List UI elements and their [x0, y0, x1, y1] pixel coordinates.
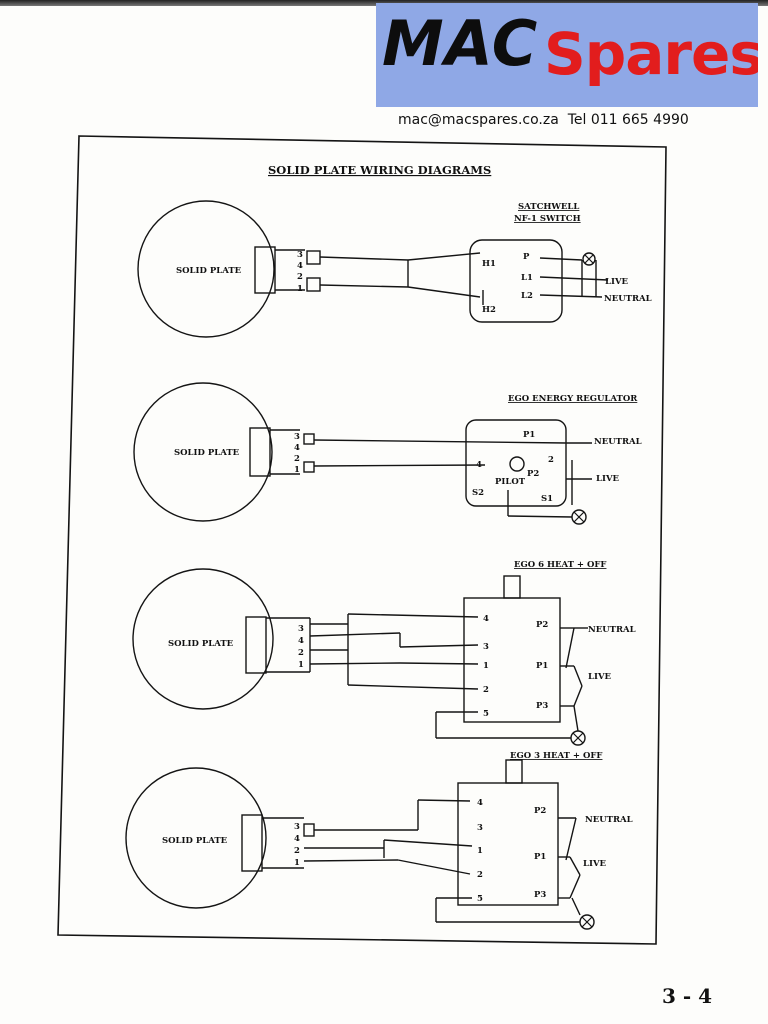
- neutral-label: NEUTRAL: [604, 294, 652, 304]
- neutral-label: NEUTRAL: [585, 815, 633, 825]
- label-h1: H1: [482, 259, 496, 269]
- live-label: LIVE: [588, 672, 612, 682]
- live-label: LIVE: [605, 277, 629, 287]
- label-h2: H2: [482, 305, 496, 315]
- label-2: 2: [548, 455, 554, 465]
- label-p1: P1: [536, 661, 548, 671]
- terminal-2: 2: [297, 272, 303, 282]
- lamp-crosses: [572, 254, 594, 928]
- device-terminal-2: 2: [483, 685, 489, 695]
- brand-logo: MAC Spares: [376, 3, 758, 107]
- device-terminal-3: 3: [483, 642, 489, 652]
- label-s1: S1: [541, 494, 553, 504]
- terminal-1: 1: [298, 660, 304, 670]
- neutral-label: NEUTRAL: [594, 437, 642, 447]
- terminal-3: 3: [297, 250, 303, 260]
- label-s2: S2: [472, 488, 484, 498]
- device-terminal-4: 4: [477, 798, 483, 808]
- device-terminal-2: 2: [477, 870, 483, 880]
- indicator-lamp: [571, 509, 587, 525]
- device-terminal-1: 1: [483, 661, 489, 671]
- label-p1: P1: [534, 852, 546, 862]
- solid-plate-circle: [132, 568, 274, 710]
- diagram-ego-3-heat: [125, 759, 595, 930]
- terminal-1: 1: [294, 858, 300, 868]
- terminal-4: 4: [294, 443, 300, 453]
- label-p3: P3: [534, 890, 546, 900]
- label-p2: P2: [527, 469, 539, 479]
- indicator-lamp: [582, 252, 596, 266]
- brand-mac-text: MAC: [382, 7, 539, 80]
- terminal-1: 1: [294, 465, 300, 475]
- label-p3: P3: [536, 701, 548, 711]
- terminal-2: 2: [298, 648, 304, 658]
- diagram-frame: [57, 135, 667, 945]
- contact-line: mac@macspares.co.za Tel 011 665 4990: [398, 112, 689, 128]
- ego-switch-body: [457, 782, 559, 906]
- device-title: EGO 6 HEAT + OFF: [514, 560, 606, 570]
- live-label: LIVE: [583, 859, 607, 869]
- terminal-3: 3: [294, 822, 300, 832]
- satchwell-switch-body: [469, 239, 563, 323]
- device-title: EGO 3 HEAT + OFF: [510, 751, 602, 761]
- label-p2: P2: [536, 620, 548, 630]
- document-title: SOLID PLATE WIRING DIAGRAMS: [268, 163, 491, 177]
- terminal-3: 3: [298, 624, 304, 634]
- plate-label: SOLID PLATE: [162, 836, 228, 846]
- plate-label: SOLID PLATE: [176, 266, 242, 276]
- label-l2: L2: [521, 291, 533, 301]
- label-l1: L1: [521, 273, 533, 283]
- diagram-ego-6-heat-labels: SOLID PLATE 3 4 2 1 EGO 6 HEAT + OFF 4 3…: [168, 560, 636, 719]
- terminal-3: 3: [294, 432, 300, 442]
- terminal-4: 4: [297, 261, 303, 271]
- terminal-block: [254, 246, 276, 294]
- terminal-4: 4: [298, 636, 304, 646]
- device-terminal-5: 5: [483, 709, 489, 719]
- terminal-block: [249, 427, 271, 477]
- pilot-knob: [509, 456, 525, 472]
- terminal-2: 2: [294, 846, 300, 856]
- device-terminal-5: 5: [477, 894, 483, 904]
- indicator-lamp: [579, 914, 595, 930]
- indicator-lamp: [570, 730, 586, 746]
- device-terminal-1: 1: [477, 846, 483, 856]
- diagram-ego-energy-regulator: [133, 382, 592, 525]
- terminal-4: 4: [294, 834, 300, 844]
- solid-plate-circle: [137, 200, 275, 338]
- diagram-satchwell: [137, 200, 609, 338]
- terminal-block: [241, 814, 263, 872]
- diagram-satchwell-labels: SOLID PLATE 3 4 2 1 SATCHWELL NF-1 SWITC…: [176, 202, 652, 315]
- terminal-1: 1: [297, 284, 303, 294]
- plate-label: SOLID PLATE: [168, 639, 234, 649]
- neutral-label: NEUTRAL: [588, 625, 636, 635]
- device-subtitle: NF-1 SWITCH: [514, 214, 581, 224]
- terminal-block: [245, 616, 267, 674]
- live-label: LIVE: [596, 474, 620, 484]
- label-pilot: PILOT: [495, 477, 526, 487]
- device-terminal-4: 4: [483, 614, 489, 624]
- device-title: EGO ENERGY REGULATOR: [508, 394, 638, 404]
- device-title: SATCHWELL: [518, 202, 579, 212]
- regulator-body: [465, 419, 567, 507]
- label-4: 4: [476, 460, 482, 470]
- brand-spares-text: Spares: [544, 20, 758, 88]
- page-number: 3 - 4: [662, 984, 713, 1008]
- diagram-ego-energy-regulator-labels: SOLID PLATE 3 4 2 1 EGO ENERGY REGULATOR…: [174, 394, 642, 504]
- label-p1: P1: [523, 430, 535, 440]
- terminal-2: 2: [294, 454, 300, 464]
- solid-plate-circle: [133, 382, 273, 522]
- label-p: P: [523, 252, 530, 262]
- device-terminal-3: 3: [477, 823, 483, 833]
- diagram-ego-3-heat-labels: SOLID PLATE 3 4 2 1 EGO 3 HEAT + OFF 4 3…: [162, 751, 633, 904]
- diagram-ego-6-heat: [132, 568, 588, 746]
- label-p2: P2: [534, 806, 546, 816]
- plate-label: SOLID PLATE: [174, 448, 240, 458]
- solid-plate-circle: [125, 767, 267, 909]
